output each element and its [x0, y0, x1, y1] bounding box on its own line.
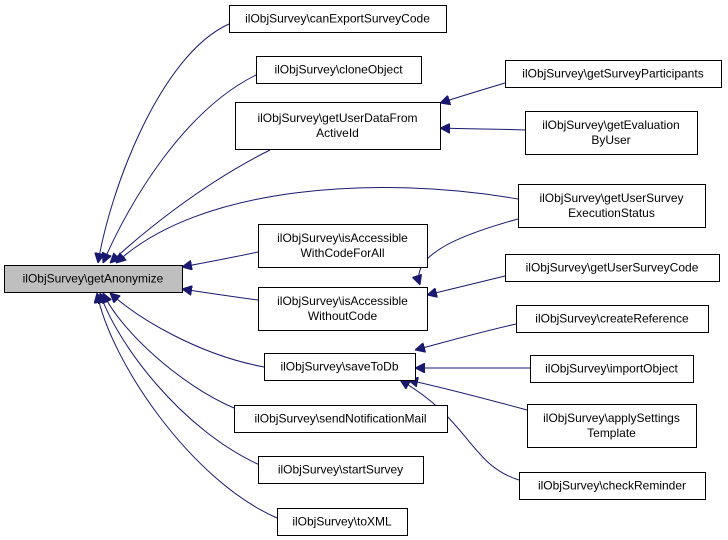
edge-sendNotificationMail-to-getAnonymize — [103, 293, 235, 409]
edges-layer — [97, 23, 530, 519]
node-label: ilObjSurvey\getUserSurveyCode — [526, 261, 699, 275]
node-box — [264, 353, 416, 381]
node-box — [516, 305, 709, 333]
node-label: ByUser — [591, 133, 630, 147]
node-importObject[interactable]: ilObjSurvey\importObject — [530, 355, 694, 383]
node-label: ilObjSurvey\importObject — [545, 362, 678, 376]
edge-getUserSurveyExecutionStatus-to-isAccessibleWithoutCode — [419, 218, 519, 285]
edge-isAccessibleWithCodeForAll-to-getAnonymize — [182, 251, 259, 267]
node-label: ilObjSurvey\getAnonymize — [23, 272, 164, 286]
node-label: ilObjSurvey\isAccessible — [277, 294, 408, 308]
node-getUserSurveyCode[interactable]: ilObjSurvey\getUserSurveyCode — [505, 254, 720, 282]
node-label: ilObjSurvey\checkReminder — [538, 479, 686, 493]
node-label: ilObjSurvey\startSurvey — [278, 463, 403, 477]
node-label: ilObjSurvey\sendNotificationMail — [254, 412, 426, 426]
edge-cloneObject-to-getAnonymize — [103, 74, 257, 263]
node-box — [518, 184, 706, 228]
node-saveToDb[interactable]: ilObjSurvey\saveToDb — [264, 353, 416, 381]
node-box — [505, 60, 722, 88]
edge-applySettingsTemplate-to-saveToDb — [408, 380, 528, 411]
node-sendNotificationMail[interactable]: ilObjSurvey\sendNotificationMail — [234, 405, 448, 433]
node-box — [527, 404, 697, 448]
node-box — [525, 111, 698, 155]
edge-startSurvey-to-getAnonymize — [100, 293, 263, 467]
node-box — [256, 56, 422, 84]
node-box — [258, 287, 428, 331]
node-box — [229, 5, 447, 33]
node-label: ilObjSurvey\getSurveyParticipants — [522, 67, 703, 81]
node-createReference[interactable]: ilObjSurvey\createReference — [516, 305, 709, 333]
node-label: ilObjSurvey\createReference — [535, 312, 689, 326]
edge-getEvaluationByUser-to-getUserDataFromActiveId — [440, 128, 526, 130]
node-label: ilObjSurvey\cloneObject — [274, 63, 403, 77]
node-label: WithCodeForAll — [300, 246, 384, 260]
node-box — [258, 456, 424, 484]
edge-canExportSurveyCode-to-getAnonymize — [98, 23, 230, 263]
node-label: ActiveId — [316, 126, 359, 140]
node-label: ilObjSurvey\isAccessible — [277, 231, 408, 245]
edge-checkReminder-to-saveToDb — [400, 380, 520, 481]
node-checkReminder[interactable]: ilObjSurvey\checkReminder — [519, 472, 706, 500]
nodes-layer: ilObjSurvey\getAnonymize ilObjSurvey\canE… — [4, 5, 722, 536]
node-getSurveyParticipants[interactable]: ilObjSurvey\getSurveyParticipants — [505, 60, 722, 88]
edge-saveToDb-to-getAnonymize — [110, 293, 265, 368]
edge-createReference-to-saveToDb — [415, 323, 517, 350]
node-label: WithoutCode — [308, 309, 378, 323]
node-label: ilObjSurvey\canExportSurveyCode — [245, 12, 430, 26]
edge-getSurveyParticipants-to-getUserDataFromActiveId — [440, 82, 506, 103]
node-box — [235, 102, 441, 150]
node-box — [519, 472, 706, 500]
node-toXML[interactable]: ilObjSurvey\toXML — [277, 508, 408, 536]
node-label: ilObjSurvey\getUserSurvey — [539, 191, 683, 205]
edge-getUserSurveyExecutionStatus-to-getAnonymize — [116, 187, 519, 263]
node-label: ExecutionStatus — [568, 206, 655, 220]
node-box — [277, 508, 408, 536]
node-startSurvey[interactable]: ilObjSurvey\startSurvey — [258, 456, 424, 484]
edge-getUserDataFromActiveId-to-getAnonymize — [110, 149, 271, 263]
node-label: ilObjSurvey\saveToDb — [280, 360, 398, 374]
node-canExportSurveyCode[interactable]: ilObjSurvey\canExportSurveyCode — [229, 5, 447, 33]
node-label: ilObjSurvey\applySettings — [543, 411, 680, 425]
node-box — [4, 265, 183, 293]
node-getAnonymize[interactable]: ilObjSurvey\getAnonymize — [4, 265, 183, 293]
node-box — [234, 405, 448, 433]
edge-toXML-to-getAnonymize — [97, 293, 278, 519]
edge-isAccessibleWithoutCode-to-getAnonymize — [182, 289, 259, 301]
node-box — [258, 224, 428, 268]
node-label: ilObjSurvey\getEvaluation — [542, 118, 679, 132]
node-label: Template — [587, 426, 636, 440]
node-box — [530, 355, 694, 383]
edge-getUserSurveyCode-to-isAccessibleWithoutCode — [427, 275, 506, 295]
node-cloneObject[interactable]: ilObjSurvey\cloneObject — [256, 56, 422, 84]
node-label: ilObjSurvey\getUserDataFrom — [257, 111, 417, 125]
node-label: ilObjSurvey\toXML — [292, 515, 392, 529]
node-box — [505, 254, 720, 282]
